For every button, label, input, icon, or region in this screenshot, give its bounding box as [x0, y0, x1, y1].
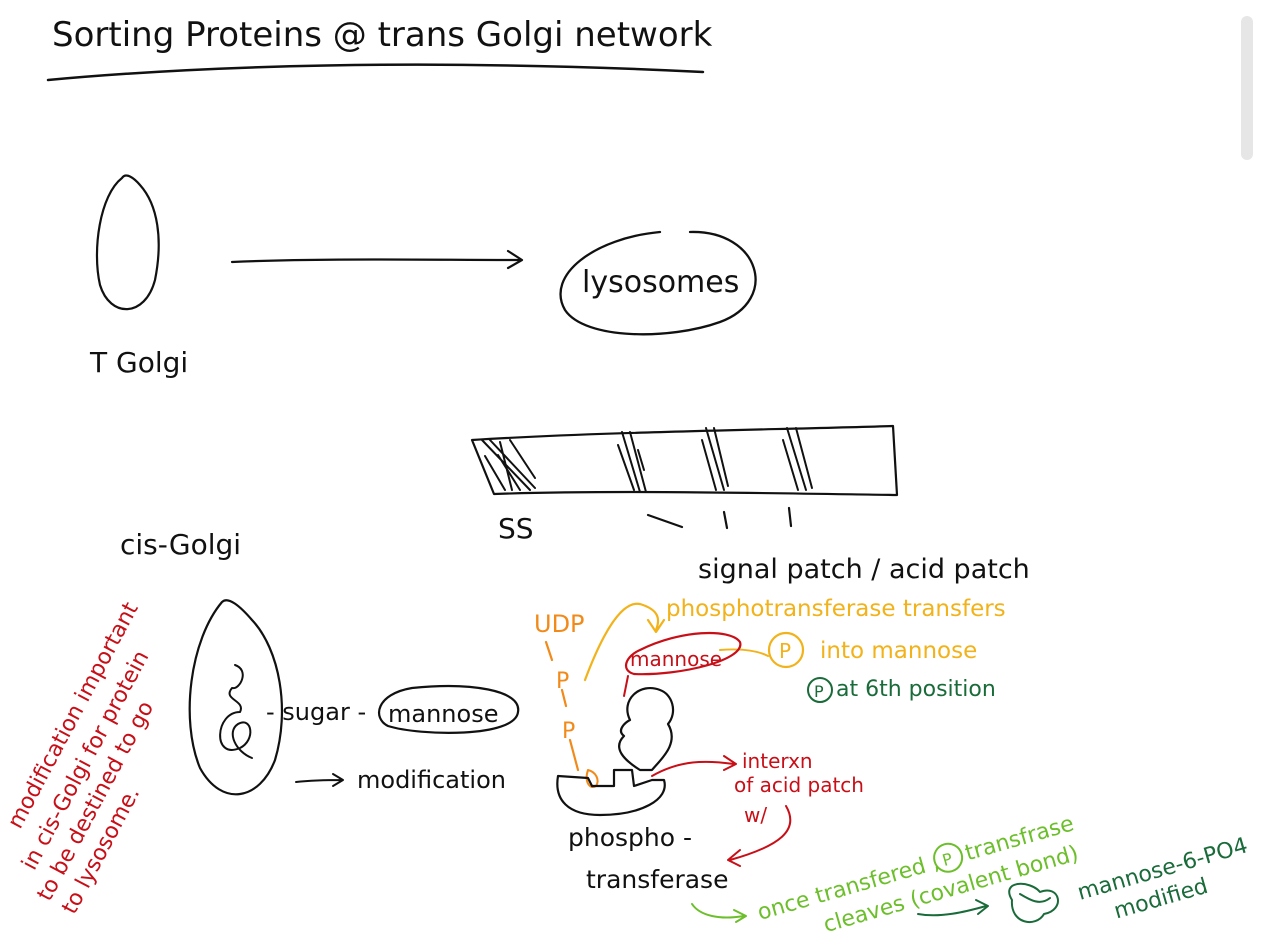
ss-label: SS [498, 512, 534, 545]
yellow-connector [719, 648, 769, 657]
green-arrow-once [691, 903, 747, 923]
arrow-to-lysosomes [230, 249, 524, 270]
side-note: modification important in cis-Golgi for … [3, 598, 159, 918]
mannose-red-bubble [624, 631, 742, 676]
interxn-label: interxn [742, 749, 813, 773]
arrow-to-modification [295, 773, 344, 787]
page-title: Sorting Proteins @ trans Golgi network [52, 15, 713, 55]
t-golgi-label: T Golgi [89, 346, 188, 379]
p-circle-light [933, 842, 964, 873]
w-label: w/ [744, 803, 767, 827]
transferase-label: transferase [586, 865, 728, 894]
m6p-group: mannose-6-PO4 modified [1075, 833, 1251, 924]
protein-bar [470, 424, 899, 497]
red-arrow-back [727, 805, 792, 867]
mannose-label: mannose [388, 700, 498, 728]
signal-patch-label: signal patch / acid patch [698, 554, 1030, 585]
mannose-bubble [378, 685, 520, 734]
udp-chain-links [544, 640, 580, 772]
udp-label: UDP [534, 610, 585, 638]
folded-protein-icon [219, 664, 253, 759]
mannose-red-link [623, 675, 629, 697]
modification-label: modification [357, 766, 506, 794]
red-arrow-interaction [651, 755, 737, 777]
once-transfered-group: once transfered , P transfrase cleaves (… [755, 811, 1082, 937]
p-circle-green-label: P [814, 682, 824, 701]
p-label-1: P [556, 669, 569, 694]
phospho-label: phospho - [568, 823, 692, 852]
protein-on-enzyme [618, 687, 675, 772]
protein-bar-hatches [481, 427, 813, 493]
enzyme-shape [556, 768, 666, 817]
mannose-red-label: mannose [630, 647, 722, 671]
p-label-2: P [562, 719, 575, 744]
patch-ticks [646, 506, 793, 530]
green-arrow-final [917, 899, 989, 917]
title-underline [46, 63, 705, 82]
p-circle-yellow [767, 631, 805, 669]
scrollbar-icon[interactable] [1241, 16, 1253, 160]
sugar-label: - sugar - [266, 698, 366, 726]
p-circle-light-label: P [940, 849, 955, 870]
acid-patch-label: of acid patch [734, 773, 864, 797]
cis-golgi-label: cis-Golgi [120, 528, 241, 561]
t-golgi-shape [95, 174, 160, 311]
lysosome-shape [559, 230, 757, 336]
lysosomes-label: lysosomes [582, 265, 739, 300]
into-mannose-label: into mannose [820, 638, 977, 664]
cis-golgi-shape [188, 599, 284, 796]
phospho-transfers-label: phosphotransferase transfers [666, 596, 1006, 622]
at-6th-label: at 6th position [836, 677, 996, 702]
p-circle-green [807, 677, 833, 703]
yellow-arrow-top [583, 602, 666, 682]
p-circle-yellow-label: P [779, 639, 791, 663]
modified-protein-icon [1008, 882, 1059, 923]
